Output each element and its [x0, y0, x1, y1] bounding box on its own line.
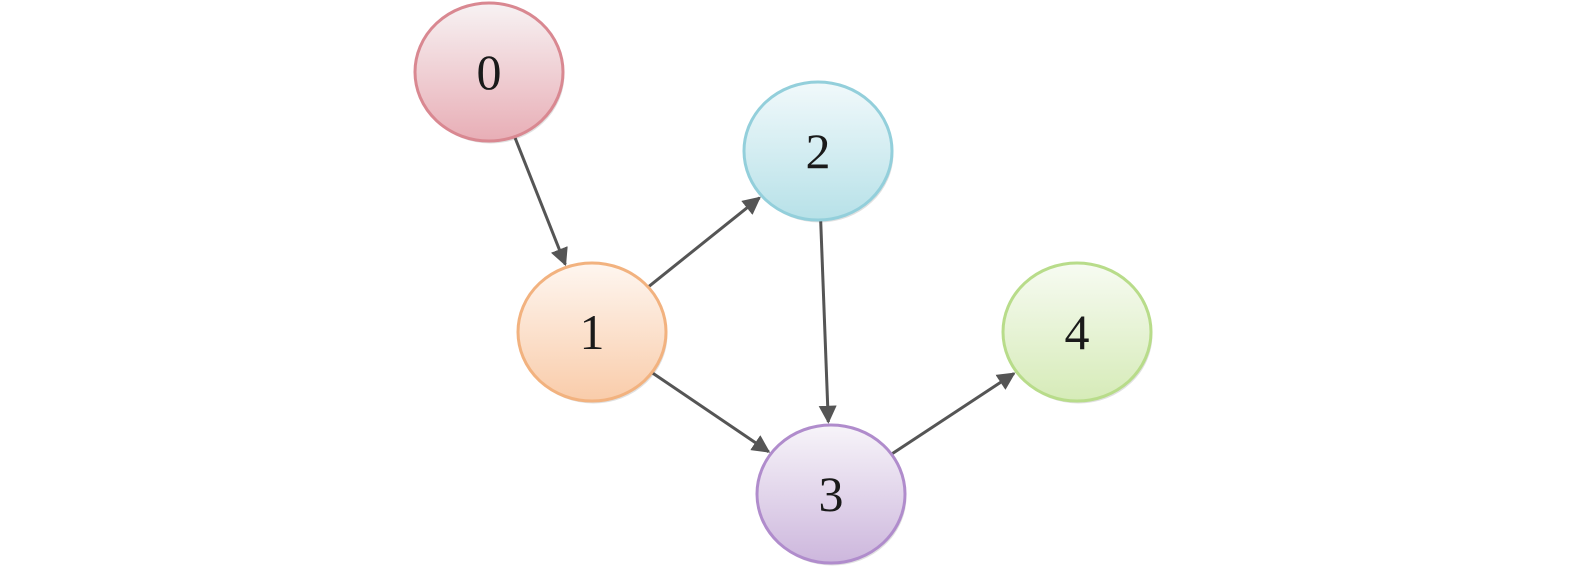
node-0: 0 — [413, 1, 565, 144]
node-0-circle — [413, 1, 565, 143]
edge-1-to-3 — [651, 371, 771, 453]
nodes-layer: 0 1 2 3 4 — [413, 1, 1153, 566]
node-4-circle — [1001, 261, 1153, 403]
node-4-label: 4 — [1065, 304, 1090, 360]
node-2: 2 — [742, 80, 894, 223]
edge-2-to-3 — [818, 220, 837, 424]
node-3-label: 3 — [819, 466, 844, 522]
node-1-circle — [516, 261, 668, 403]
node-2-circle — [742, 80, 894, 222]
node-3-circle — [755, 423, 907, 565]
edges-layer — [513, 137, 1016, 455]
node-1-label: 1 — [580, 304, 605, 360]
node-1: 1 — [516, 261, 668, 404]
edge-1-to-2 — [647, 196, 761, 288]
node-0-label: 0 — [477, 44, 502, 100]
node-3: 3 — [755, 423, 907, 566]
edge-0-to-1 — [513, 137, 568, 267]
node-2-label: 2 — [806, 123, 831, 179]
node-4: 4 — [1001, 261, 1153, 404]
edge-3-to-4 — [891, 372, 1016, 455]
